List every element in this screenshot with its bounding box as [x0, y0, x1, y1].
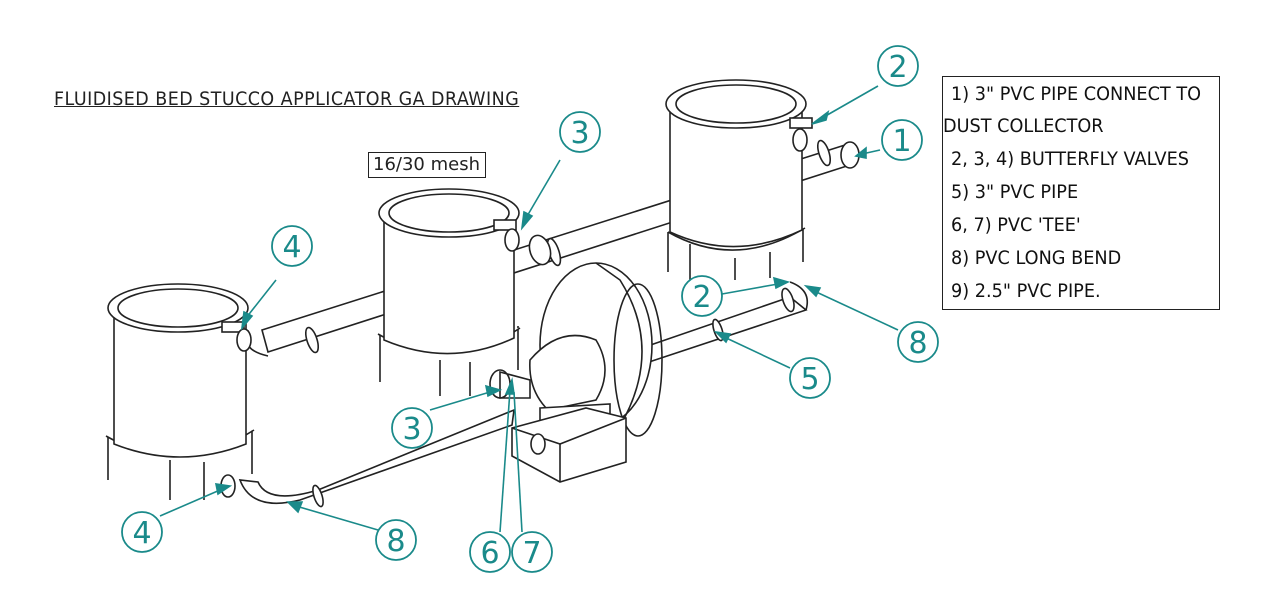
- callout-3-bottom: 3: [402, 412, 421, 447]
- callout-4-top: 4: [282, 230, 301, 265]
- callout-1: 1: [892, 124, 911, 159]
- mesh-label: 16/30 mesh: [368, 152, 486, 178]
- legend-line-4: 5) 3" PVC PIPE: [951, 181, 1079, 203]
- tank-middle: [377, 188, 552, 396]
- callout-8-right: 8: [908, 326, 927, 361]
- callout-6: 6: [480, 536, 499, 571]
- legend-line-5: 6, 7) PVC 'TEE': [951, 214, 1081, 236]
- legend-line-7: 9) 2.5" PVC PIPE.: [951, 280, 1101, 302]
- legend-line-2: DUST COLLECTOR: [943, 115, 1104, 137]
- callout-5: 5: [800, 362, 819, 397]
- callout-8-left: 8: [386, 524, 405, 559]
- callout-3-top: 3: [570, 116, 589, 151]
- legend-line-3: 2, 3, 4) BUTTERFLY VALVES: [951, 148, 1189, 170]
- drawing-title: FLUIDISED BED STUCCO APPLICATOR GA DRAWI…: [54, 88, 520, 110]
- callout-2-top: 2: [888, 50, 907, 85]
- tank-left: [105, 283, 255, 500]
- blower: [489, 262, 663, 483]
- callout-4-bottom: 4: [132, 516, 151, 551]
- legend-line-6: 8) PVC LONG BEND: [951, 247, 1122, 269]
- parts-legend: 1) 3" PVC PIPE CONNECT TO DUST COLLECTOR…: [942, 76, 1220, 310]
- tank-right: [665, 79, 813, 280]
- callout-2-bottom: 2: [692, 280, 711, 315]
- legend-line-1: 1) 3" PVC PIPE CONNECT TO: [951, 83, 1202, 105]
- callout-7: 7: [522, 536, 541, 571]
